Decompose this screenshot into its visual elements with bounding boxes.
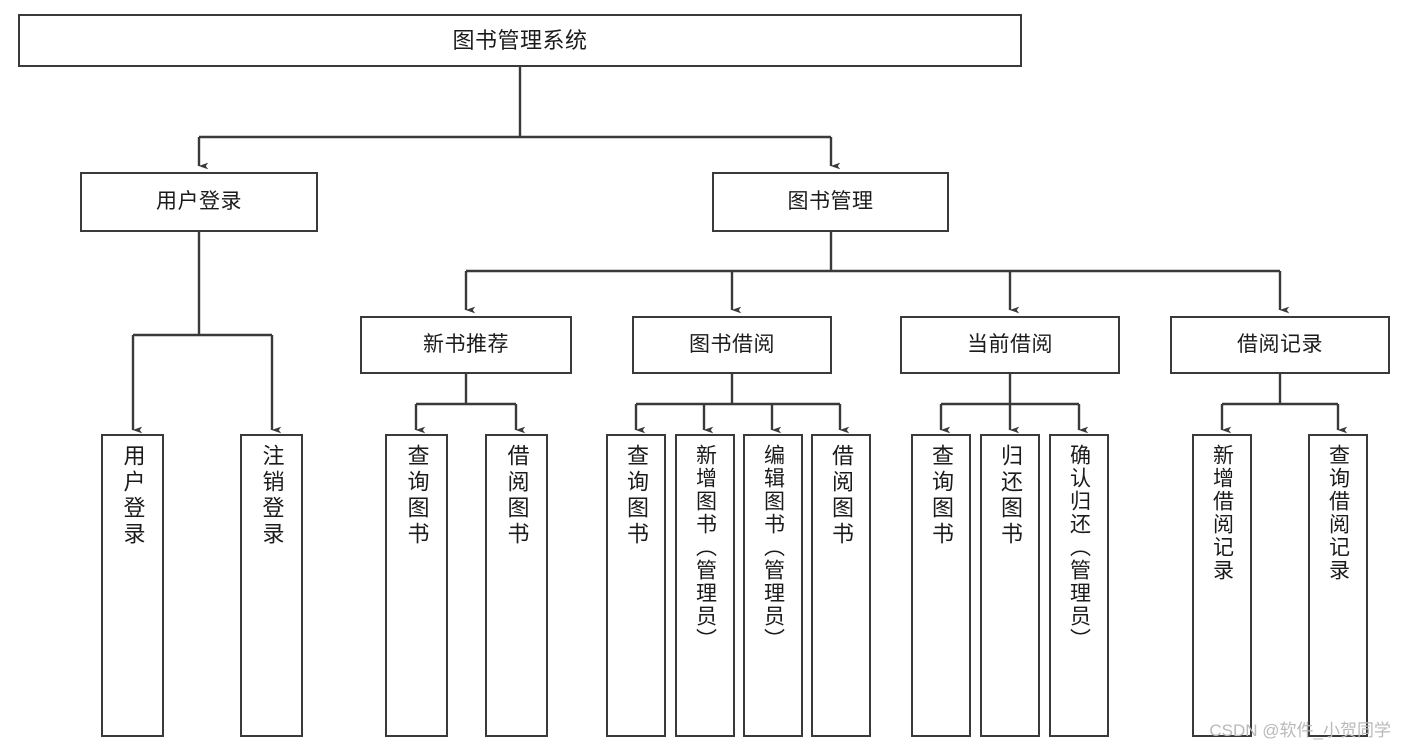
node-borrow-record-label: 借阅记录: [1237, 333, 1323, 357]
node-root-system: 图书管理系统: [18, 14, 1022, 67]
node-leaf-user-logout-label: 注销登录: [259, 444, 285, 548]
node-leaf-rec-query-book-label: 查询图书: [404, 444, 430, 548]
node-leaf-cur-query-book: 查询图书: [911, 434, 971, 737]
node-user-login: 用户登录: [80, 172, 318, 232]
node-leaf-borrow-edit-book-label: 编辑图书（管理员）: [761, 444, 785, 651]
node-book-manage-label: 图书管理: [787, 190, 874, 214]
node-leaf-rec-query-record: 查询借阅记录: [1308, 434, 1368, 737]
node-borrow-record: 借阅记录: [1170, 316, 1390, 374]
node-leaf-cur-return-book: 归还图书: [980, 434, 1040, 737]
node-leaf-rec-query-book: 查询图书: [385, 434, 448, 737]
node-current-borrow-label: 当前借阅: [967, 333, 1053, 357]
node-leaf-cur-confirm-return-label: 确认归还（管理员）: [1067, 444, 1091, 651]
node-leaf-cur-return-book-label: 归还图书: [998, 444, 1023, 548]
node-leaf-user-login-label: 用户登录: [120, 444, 146, 548]
node-current-borrow: 当前借阅: [900, 316, 1120, 374]
node-book-borrow: 图书借阅: [632, 316, 832, 374]
node-leaf-borrow-add-book-label: 新增图书（管理员）: [693, 444, 717, 651]
node-new-book-recommend: 新书推荐: [360, 316, 572, 374]
csdn-watermark: CSDN @软件_小贺同学: [1209, 721, 1391, 740]
node-leaf-user-login: 用户登录: [101, 434, 164, 737]
node-book-borrow-label: 图书借阅: [689, 333, 775, 357]
node-new-book-recommend-label: 新书推荐: [423, 333, 509, 357]
node-leaf-user-logout: 注销登录: [240, 434, 303, 737]
node-leaf-borrow-borrow-book: 借阅图书: [811, 434, 871, 737]
node-leaf-cur-confirm-return: 确认归还（管理员）: [1049, 434, 1109, 737]
node-leaf-borrow-borrow-book-label: 借阅图书: [829, 444, 854, 548]
node-leaf-borrow-add-book: 新增图书（管理员）: [675, 434, 735, 737]
node-user-login-label: 用户登录: [156, 190, 242, 214]
node-leaf-cur-query-book-label: 查询图书: [929, 444, 954, 548]
node-leaf-rec-borrow-book: 借阅图书: [485, 434, 548, 737]
node-leaf-borrow-edit-book: 编辑图书（管理员）: [743, 434, 803, 737]
node-leaf-borrow-query-book-label: 查询图书: [624, 444, 649, 548]
node-leaf-rec-borrow-book-label: 借阅图书: [504, 444, 530, 548]
node-root-system-label: 图书管理系统: [452, 27, 588, 53]
node-leaf-rec-query-record-label: 查询借阅记录: [1326, 444, 1350, 582]
node-leaf-rec-add-record-label: 新增借阅记录: [1210, 444, 1234, 582]
node-leaf-rec-add-record: 新增借阅记录: [1192, 434, 1252, 737]
node-book-manage: 图书管理: [712, 172, 949, 232]
node-leaf-borrow-query-book: 查询图书: [606, 434, 666, 737]
